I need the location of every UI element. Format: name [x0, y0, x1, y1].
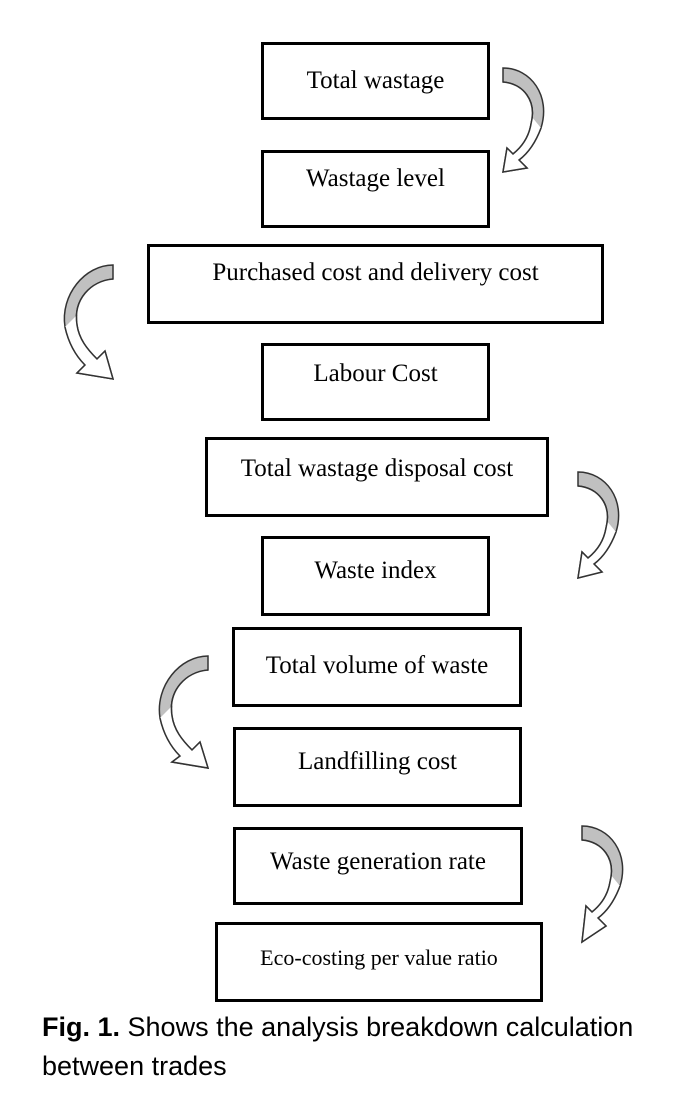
- box-label: Labour Cost: [313, 360, 438, 387]
- box-total-wastage-disposal-cost: Total wastage disposal cost: [205, 437, 549, 517]
- box-label: Purchased cost and delivery cost: [212, 259, 539, 286]
- figure-caption: Fig. 1. Shows the analysis breakdown cal…: [42, 1008, 672, 1086]
- box-purchased-delivery-cost: Purchased cost and delivery cost: [147, 244, 604, 324]
- curved-arrow-icon: [581, 825, 624, 944]
- box-label: Total volume of waste: [265, 652, 489, 679]
- box-total-wastage: Total wastage: [261, 42, 490, 120]
- curved-arrow-icon: [577, 471, 620, 580]
- box-label: Total wastage: [306, 67, 445, 94]
- box-landfilling-cost: Landfilling cost: [233, 727, 522, 807]
- box-eco-costing-per-value-ratio: Eco-costing per value ratio: [215, 922, 543, 1002]
- curved-arrow-icon: [158, 655, 210, 769]
- caption-label: Fig. 1.: [42, 1012, 121, 1042]
- box-wastage-level: Wastage level: [261, 150, 490, 228]
- box-label: Landfilling cost: [298, 748, 457, 775]
- box-total-volume-of-waste: Total volume of waste: [232, 627, 522, 707]
- box-label: Wastage level: [306, 165, 445, 192]
- curved-arrow-icon: [63, 264, 115, 380]
- box-labour-cost: Labour Cost: [261, 343, 490, 421]
- box-waste-index: Waste index: [261, 536, 490, 616]
- box-waste-generation-rate: Waste generation rate: [233, 827, 523, 905]
- box-label: Waste generation rate: [270, 848, 486, 875]
- box-label: Waste index: [314, 557, 437, 584]
- box-label: Total wastage disposal cost: [240, 455, 514, 482]
- curved-arrow-icon: [502, 67, 545, 173]
- caption-text: Shows the analysis breakdown calculation…: [42, 1012, 634, 1081]
- box-label: Eco-costing per value ratio: [260, 945, 498, 970]
